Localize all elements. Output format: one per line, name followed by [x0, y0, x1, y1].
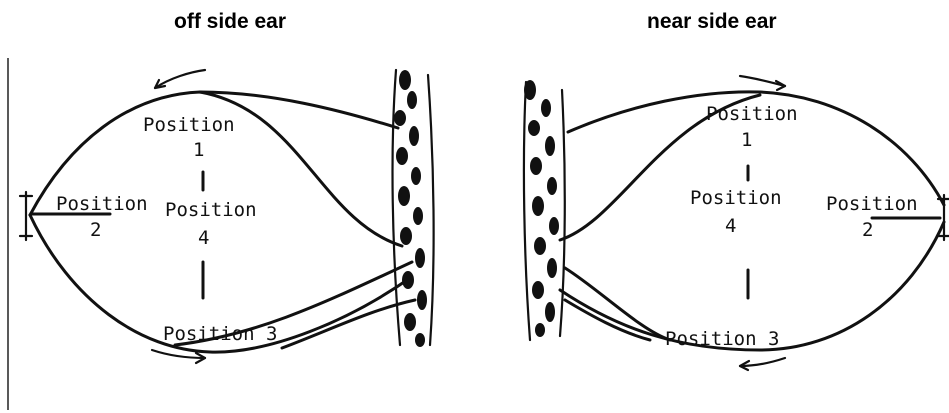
label-number-2-right: 2: [862, 219, 873, 241]
label-number-2: 2: [90, 219, 101, 241]
near-side-ear-diagram: Position 1 Position 4 Position 2 Positio…: [524, 76, 949, 370]
label-position-1: Position: [143, 114, 235, 136]
label-number-4-right: 4: [725, 215, 736, 237]
label-number-1: 1: [193, 139, 204, 161]
label-position-3-right: Position 3: [665, 328, 779, 350]
label-number-1-right: 1: [741, 129, 752, 151]
arrow-top-left: [155, 70, 205, 88]
label-position-2-right: Position: [826, 193, 918, 215]
label-position-3: Position 3: [163, 323, 277, 345]
label-position-4-right: Position: [690, 187, 782, 209]
off-side-ear-diagram: Position 1 Position 2 Position 4 Positio…: [20, 70, 434, 363]
label-number-4: 4: [198, 227, 209, 249]
label-position-1-right: Position: [706, 103, 798, 125]
inner-curve-lower-2: [282, 300, 415, 348]
label-position-2: Position: [56, 193, 148, 215]
label-position-4: Position: [165, 199, 257, 221]
mane-right: [524, 80, 565, 340]
